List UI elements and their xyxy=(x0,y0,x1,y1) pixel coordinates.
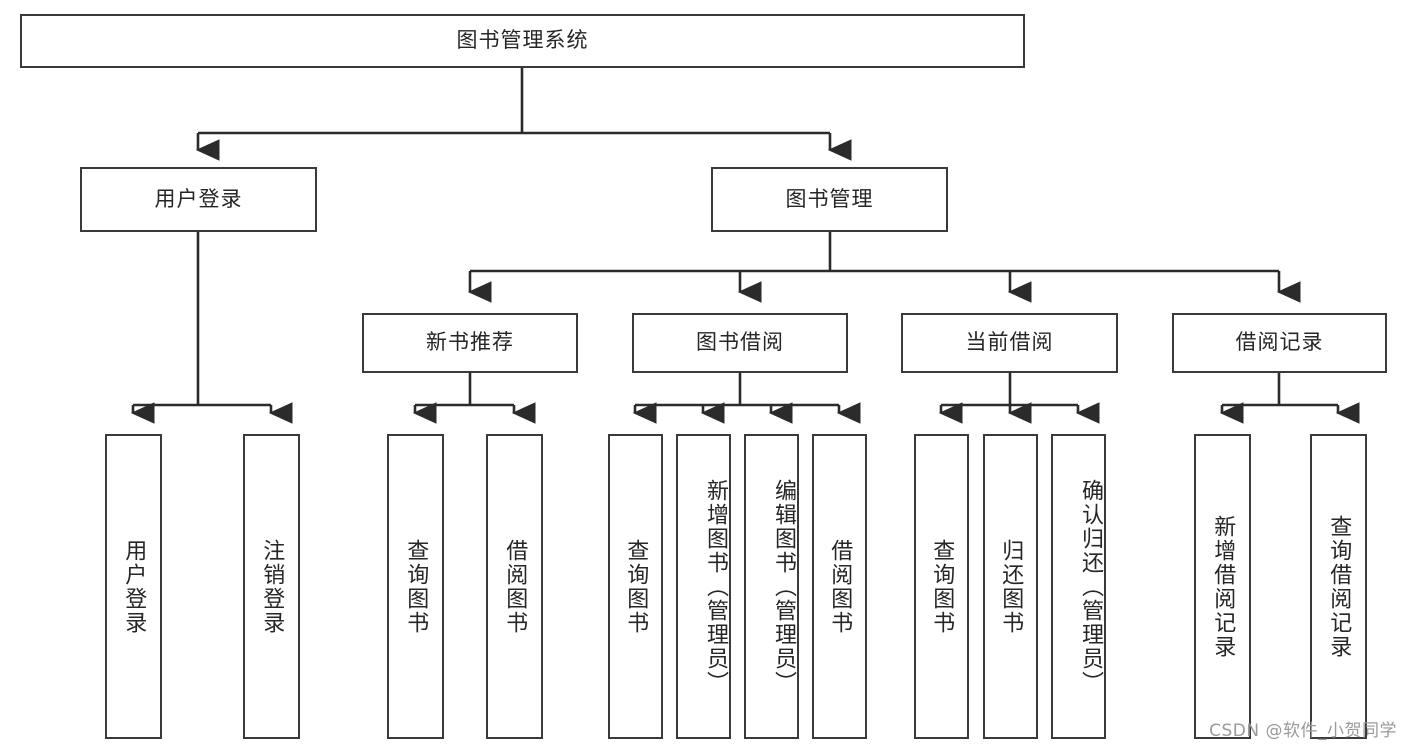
node-label: 图书借阅 xyxy=(696,330,784,355)
node-book-management[interactable]: 图书管理 xyxy=(711,167,948,232)
node-label: 用户登录 xyxy=(121,538,147,635)
node-root-book-management-system[interactable]: 图书管理系统 xyxy=(20,14,1025,68)
node-label: 图书管理系统 xyxy=(456,28,589,53)
node-book-borrow[interactable]: 图书借阅 xyxy=(632,313,848,373)
leaf-borrow-edit-book-admin[interactable]: 编辑图书（管理员） xyxy=(744,434,799,739)
leaf-recommend-borrow-book[interactable]: 借阅图书 xyxy=(486,434,543,739)
node-label: 查询图书 xyxy=(403,538,429,635)
node-current-borrow[interactable]: 当前借阅 xyxy=(901,313,1118,373)
leaf-record-add-borrow-record[interactable]: 新增借阅记录 xyxy=(1194,434,1251,739)
leaf-user-login-logout[interactable]: 注销登录 xyxy=(243,434,300,739)
node-label: 归还图书 xyxy=(998,538,1024,635)
leaf-borrow-query-book[interactable]: 查询图书 xyxy=(608,434,663,739)
leaf-current-return-book[interactable]: 归还图书 xyxy=(983,434,1038,739)
node-label: 新书推荐 xyxy=(426,330,514,355)
node-label: 借阅图书 xyxy=(827,538,853,635)
node-label: 查询借阅记录 xyxy=(1326,514,1352,659)
node-label: 注销登录 xyxy=(259,538,285,635)
node-label: 用户登录 xyxy=(154,186,243,211)
leaf-record-query-borrow-record[interactable]: 查询借阅记录 xyxy=(1310,434,1367,739)
leaf-current-query-book[interactable]: 查询图书 xyxy=(914,434,969,739)
node-label: 借阅图书 xyxy=(502,538,528,635)
csdn-watermark: CSDN @软件_小贺同学 xyxy=(1209,721,1397,741)
node-user-login[interactable]: 用户登录 xyxy=(80,167,317,232)
leaf-recommend-query-book[interactable]: 查询图书 xyxy=(387,434,444,739)
leaf-borrow-add-book-admin[interactable]: 新增图书（管理员） xyxy=(676,434,731,739)
node-label: 查询图书 xyxy=(623,538,649,635)
node-label: 借阅记录 xyxy=(1235,330,1324,355)
leaf-user-login-login[interactable]: 用户登录 xyxy=(105,434,162,739)
node-label: 编辑图书（管理员） xyxy=(771,478,796,695)
node-label: 查询图书 xyxy=(929,538,955,635)
node-label: 新增借阅记录 xyxy=(1210,514,1236,659)
node-label: 当前借阅 xyxy=(965,330,1054,355)
node-label: 新增图书（管理员） xyxy=(703,478,728,695)
node-borrow-record[interactable]: 借阅记录 xyxy=(1172,313,1387,373)
leaf-current-confirm-return-admin[interactable]: 确认归还（管理员） xyxy=(1051,434,1106,739)
node-label: 图书管理 xyxy=(785,186,874,211)
node-label: 确认归还（管理员） xyxy=(1078,478,1103,695)
node-new-book-recommend[interactable]: 新书推荐 xyxy=(362,313,578,373)
leaf-borrow-borrow-book[interactable]: 借阅图书 xyxy=(812,434,867,739)
